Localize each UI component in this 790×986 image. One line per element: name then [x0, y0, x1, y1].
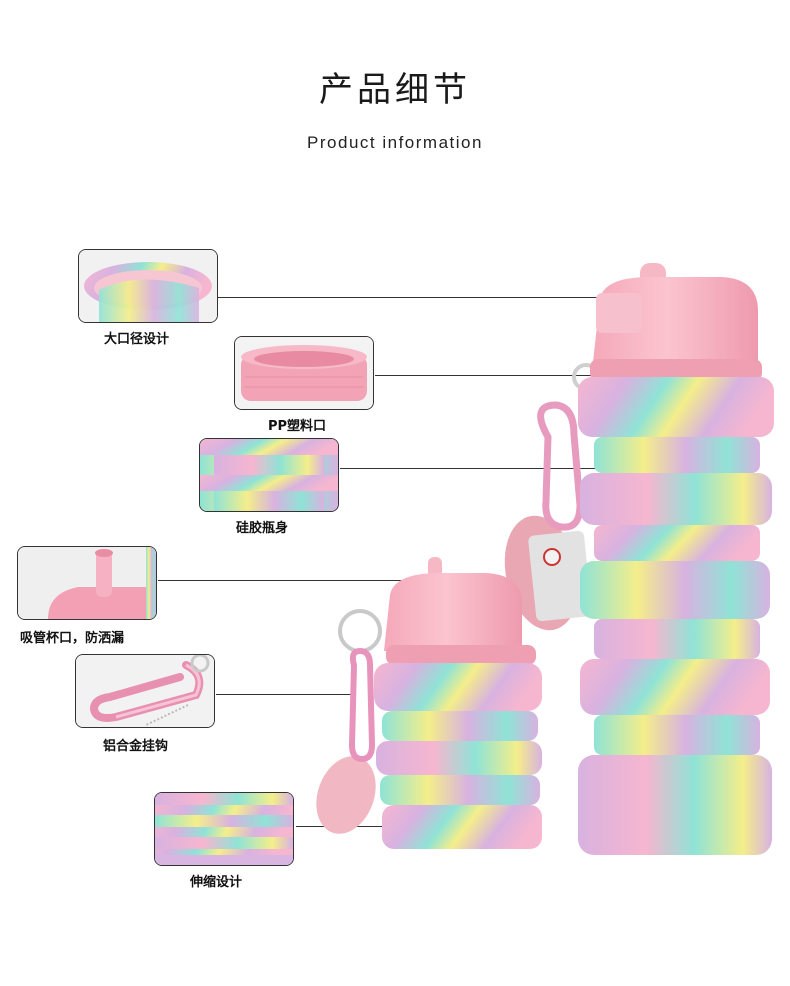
- page-subtitle: Product information: [307, 133, 483, 152]
- pp-mouth-thumbnail: [234, 336, 374, 410]
- bottle-extended-image: [500, 255, 790, 865]
- silicone-body-thumbnail: [199, 438, 339, 512]
- leader-line: [340, 468, 628, 469]
- feature-label-silicone-body: 硅胶瓶身: [236, 521, 289, 536]
- leader-line: [218, 297, 600, 298]
- straw-mouth-thumbnail: [17, 546, 157, 620]
- aluminum-hook-thumbnail: [75, 654, 215, 728]
- feature-label-pp-mouth: PP塑料口: [268, 419, 327, 434]
- wide-mouth-thumbnail: [78, 249, 218, 323]
- telescopic-design-thumbnail: [154, 792, 294, 866]
- bottle-collapsed-image: [310, 555, 560, 855]
- leader-line: [158, 580, 420, 581]
- page-title: 产品细节: [319, 70, 471, 110]
- feature-label-wide-mouth: 大口径设计: [104, 332, 170, 347]
- feature-label-aluminum-hook: 铝合金挂钩: [103, 739, 169, 754]
- feature-label-telescopic: 伸缩设计: [190, 875, 243, 890]
- leader-line: [216, 694, 356, 695]
- leader-line: [375, 375, 597, 376]
- feature-label-straw-mouth: 吸管杯口，防洒漏: [20, 631, 125, 646]
